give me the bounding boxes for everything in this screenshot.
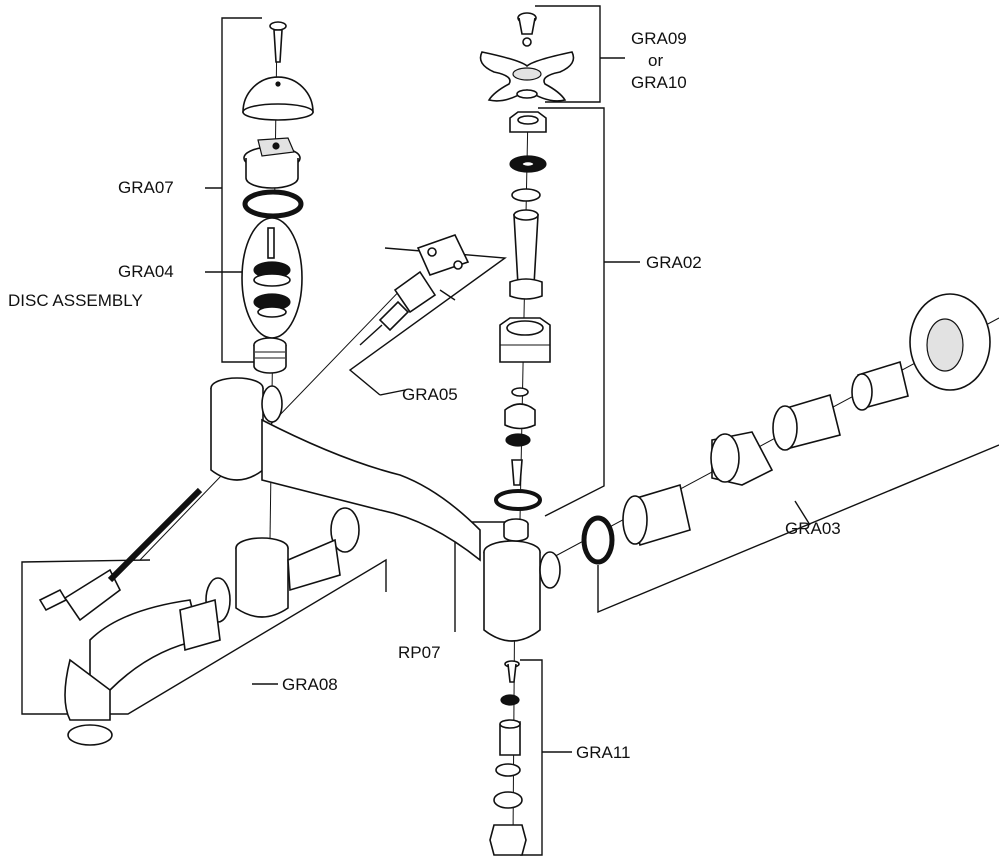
gra08-lever-handle: [38, 487, 221, 746]
main-valve-body: [205, 377, 561, 642]
label-gra11: GRA11: [576, 743, 631, 762]
label-gra10: GRA10: [631, 73, 687, 92]
label-gra02: GRA02: [646, 253, 702, 272]
label-gra07: GRA07: [118, 178, 174, 197]
gra11-bottom-stack: [489, 660, 527, 856]
gra05-linkage: [359, 234, 470, 346]
gra02-valve-stack: [494, 111, 551, 511]
gra04-disc-assembly: [241, 217, 303, 374]
label-gra09: GRA09: [631, 29, 687, 48]
callout-labels: GRA09 or GRA10 GRA07 GRA04 DISC ASSEMBLY…: [8, 29, 841, 762]
label-gra03: GRA03: [785, 519, 841, 538]
label-or: or: [648, 51, 663, 70]
rp07-seat: [503, 518, 529, 542]
gra07-handle-assembly: [242, 21, 314, 219]
label-gra04: GRA04: [118, 262, 174, 281]
label-gra08: GRA08: [282, 675, 338, 694]
label-rp07: RP07: [398, 643, 441, 662]
gra09-gra10-handle: [479, 12, 575, 102]
label-disc-assembly: DISC ASSEMBLY: [8, 291, 143, 310]
label-gra05: GRA05: [402, 385, 458, 404]
gra03-supply-fittings: [581, 293, 991, 565]
